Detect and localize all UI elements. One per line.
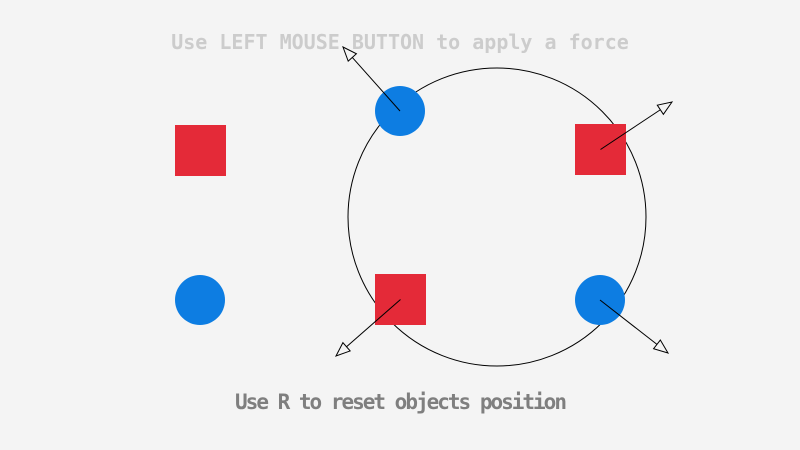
force-arrow-head-square-right xyxy=(656,101,674,116)
instruction-apply-force: Use LEFT MOUSE BUTTON to apply a force xyxy=(171,30,629,54)
force-arrow-shaft-square-right xyxy=(600,109,661,150)
force-arrow-head-circle-top xyxy=(342,45,358,62)
force-arrow-shaft-circle-top xyxy=(351,57,401,112)
force-arrow-head-square-center xyxy=(334,341,352,357)
instruction-reset: Use R to reset objects position xyxy=(235,390,567,414)
physics-object-square-left[interactable] xyxy=(175,125,226,176)
force-arrow-shaft-square-center xyxy=(346,299,401,348)
force-arrow-head-circle-right xyxy=(652,339,670,354)
physics-object-circle-left[interactable] xyxy=(175,275,225,325)
force-arrow-shaft-circle-right xyxy=(599,299,658,345)
boundary-circle xyxy=(347,67,647,367)
